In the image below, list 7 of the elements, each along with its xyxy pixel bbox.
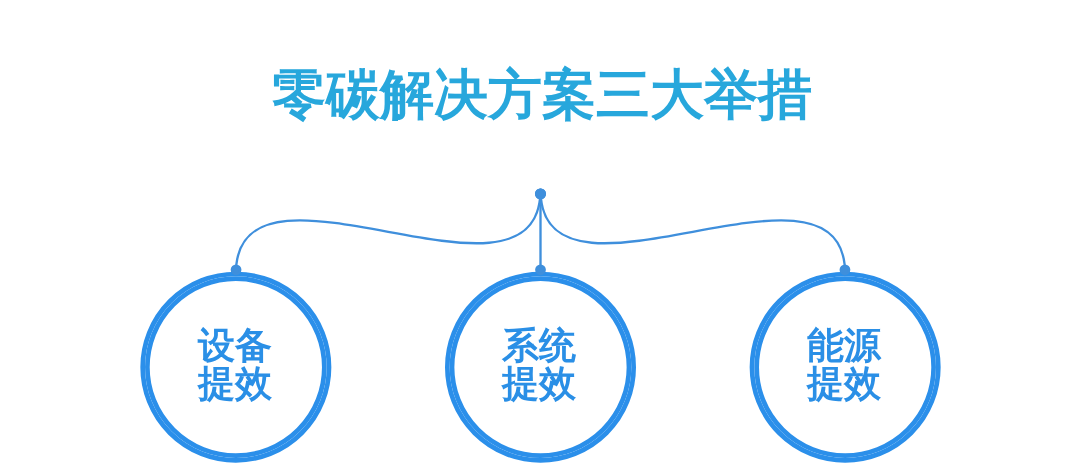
node-circle: 系统提效 xyxy=(444,271,636,463)
node-circle: 能源提效 xyxy=(749,271,941,463)
connector xyxy=(534,188,546,276)
connector xyxy=(534,188,850,276)
node-circle: 设备提效 xyxy=(139,271,331,463)
node-text: 零碳解决方案三大举措 xyxy=(271,63,812,127)
connector xyxy=(230,188,546,276)
